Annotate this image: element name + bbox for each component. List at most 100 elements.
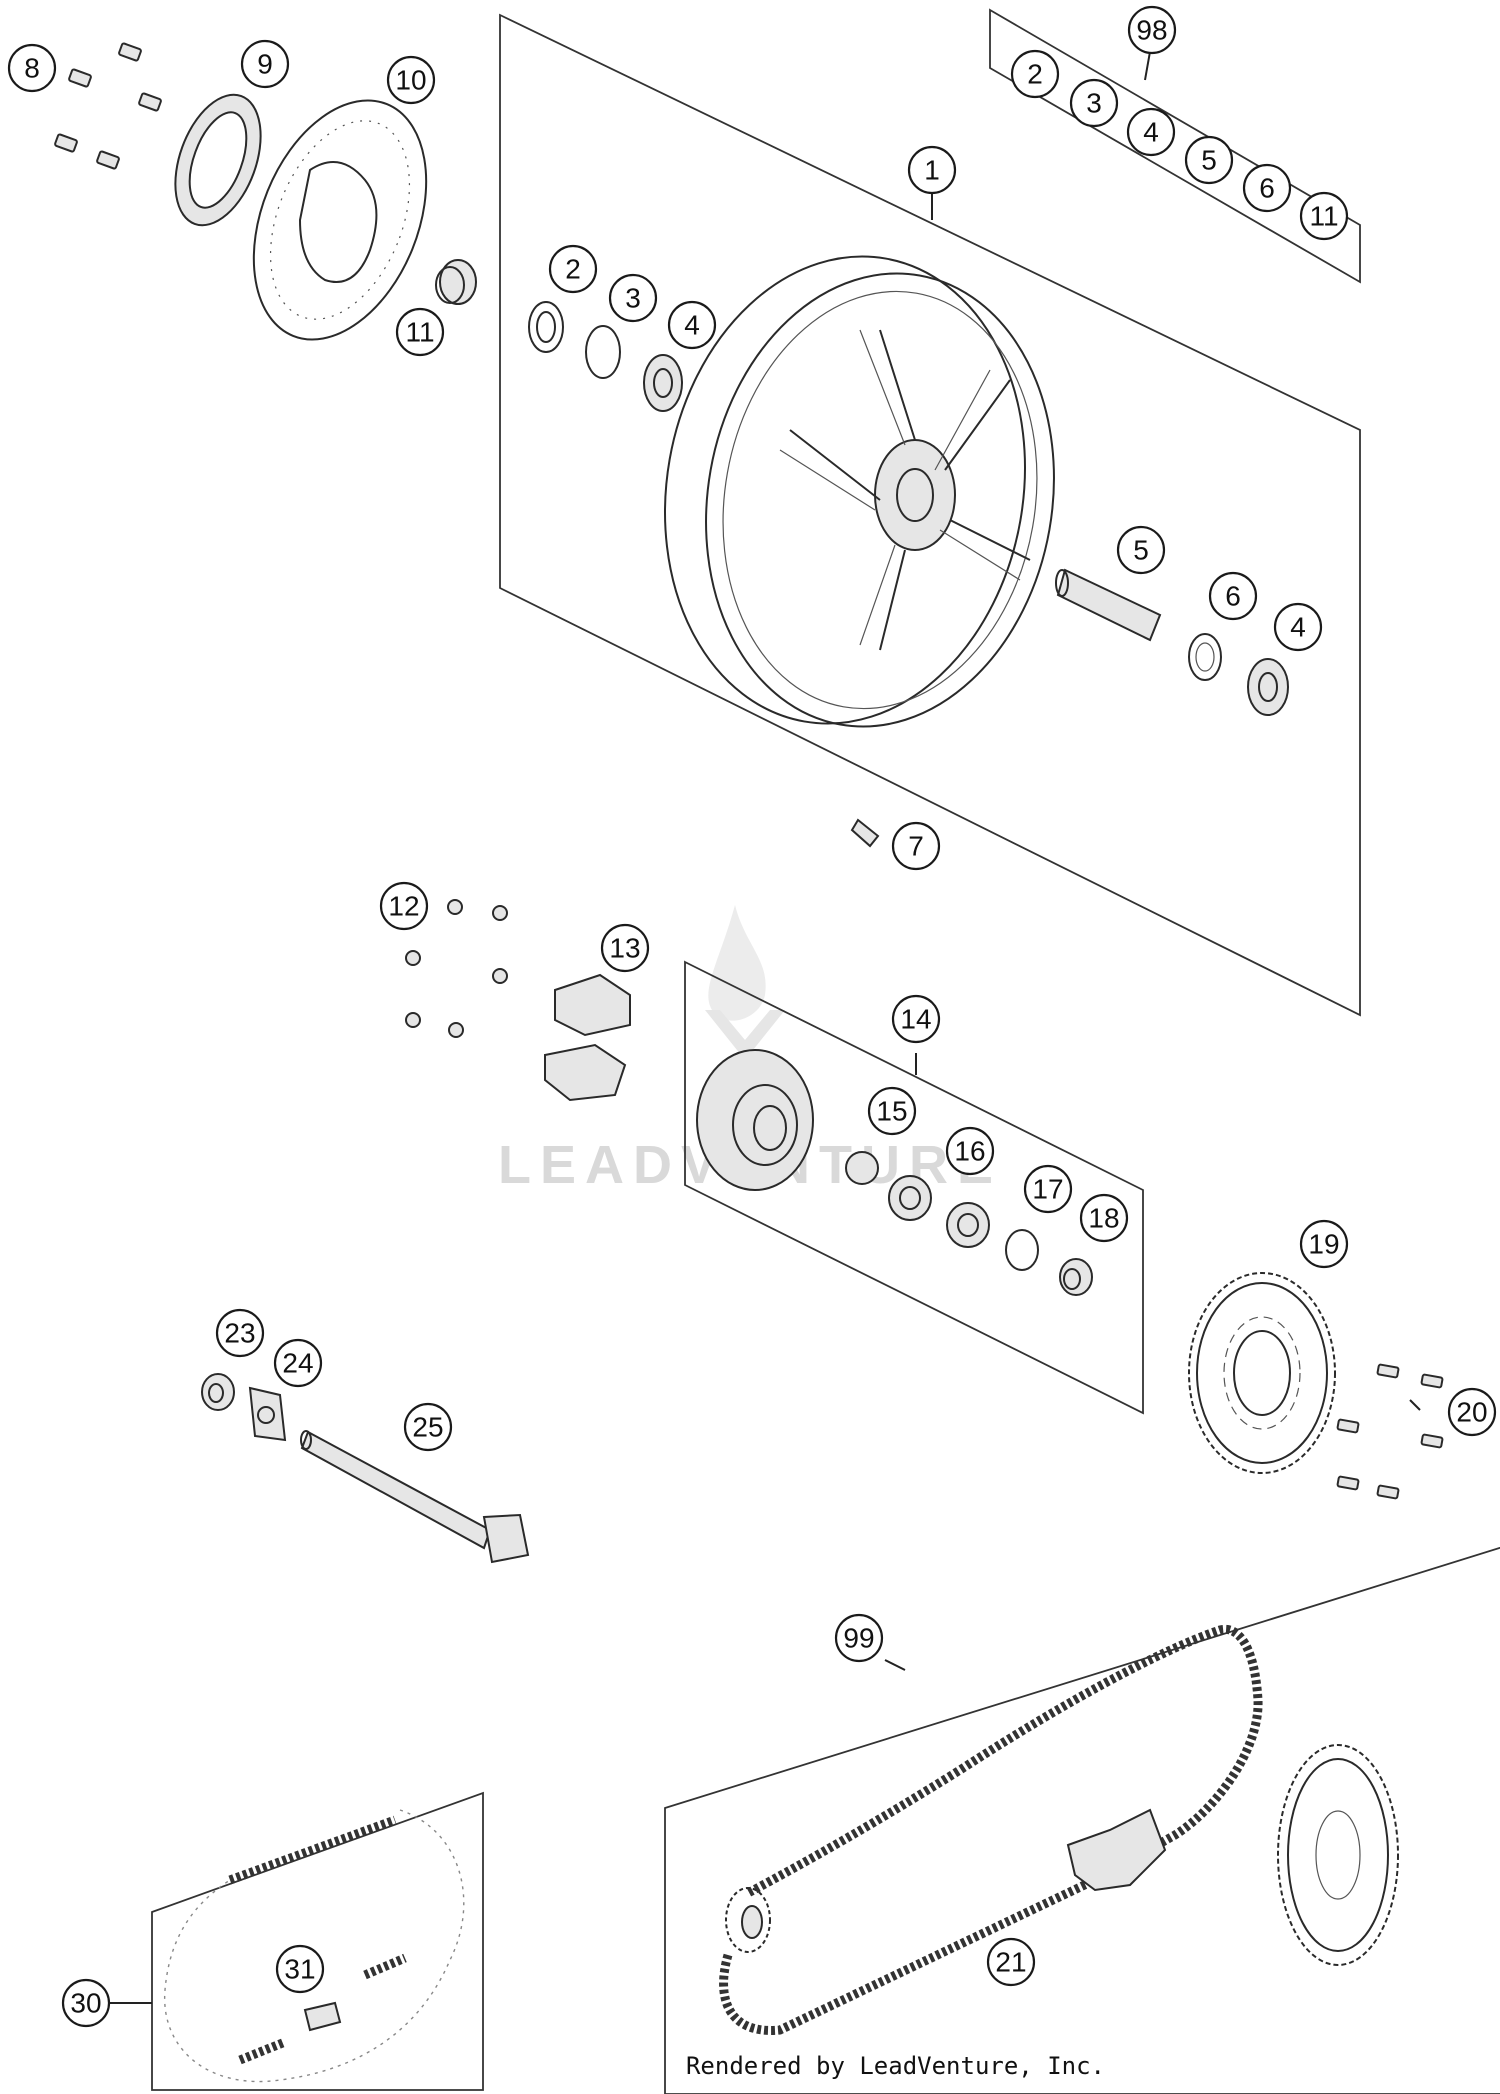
retaining-ring-3 [585, 325, 621, 379]
spacer-tube-5 [1055, 568, 1162, 642]
bearing-16b [946, 1202, 990, 1248]
svg-text:15: 15 [876, 1096, 907, 1127]
disc-adapter-ring [174, 93, 262, 227]
svg-text:99: 99 [843, 1623, 874, 1654]
callout-17: 17 [1023, 1164, 1073, 1214]
chain-adjuster-24 [248, 1386, 287, 1442]
callout-24: 24 [273, 1338, 323, 1388]
callout-5: 5 [1116, 525, 1166, 575]
chain-link-kit-panel [151, 1791, 484, 2091]
spacer-11 [435, 259, 477, 305]
callout-20: 20 [1447, 1387, 1497, 1437]
callout-98-2: 2 [1010, 49, 1060, 99]
svg-text:10: 10 [395, 65, 426, 96]
sprocket-carrier-14 [696, 1049, 814, 1191]
svg-text:98: 98 [1136, 15, 1167, 46]
hub-assembly-panel [684, 960, 1144, 1415]
spacer-18 [1059, 1258, 1093, 1296]
callout-16: 16 [945, 1126, 995, 1176]
callout-13: 13 [600, 923, 650, 973]
chain-kit-99 [719, 1624, 1399, 2035]
spacer-15 [845, 1151, 879, 1185]
svg-text:7: 7 [908, 831, 924, 862]
damper-rubbers-13 [544, 973, 631, 1102]
svg-text:5: 5 [1201, 145, 1217, 176]
callout-31: 31 [275, 1944, 325, 1994]
callout-7: 7 [891, 821, 941, 871]
nut-23 [201, 1373, 235, 1411]
callout-23: 23 [215, 1308, 265, 1358]
callout-3: 3 [608, 273, 658, 323]
callout-98-5: 5 [1184, 135, 1234, 185]
callout-21: 21 [986, 1937, 1036, 1987]
svg-text:4: 4 [1290, 612, 1306, 643]
rear-sprocket-19 [1188, 1272, 1336, 1474]
svg-text:1: 1 [924, 155, 940, 186]
svg-text:9: 9 [257, 49, 273, 80]
callout-98-11: 11 [1299, 191, 1349, 241]
svg-text:2: 2 [565, 254, 581, 285]
callout-11: 11 [395, 307, 445, 357]
svg-text:12: 12 [388, 891, 419, 922]
svg-text:6: 6 [1225, 581, 1241, 612]
sprocket-screws-20 [1336, 1363, 1444, 1500]
svg-text:8: 8 [24, 53, 40, 84]
rear-wheel [664, 255, 1055, 728]
svg-text:18: 18 [1088, 1203, 1119, 1234]
callout-19: 19 [1299, 1219, 1349, 1269]
callout-18: 18 [1079, 1193, 1129, 1243]
callout-25: 25 [403, 1402, 453, 1452]
svg-text:3: 3 [1086, 88, 1102, 119]
callout-99: 99 [834, 1613, 884, 1663]
callout-98-4: 4 [1126, 107, 1176, 157]
render-credit: Rendered by LeadVenture, Inc. [686, 2052, 1105, 2080]
svg-text:11: 11 [1309, 201, 1338, 232]
kit-98-panel [989, 8, 1361, 284]
callout-15: 15 [867, 1086, 917, 1136]
bearing-16a [888, 1175, 932, 1221]
ball-bearing-4 [643, 354, 683, 412]
svg-text:19: 19 [1308, 1229, 1339, 1260]
chain-kit-99-panel [664, 1546, 1500, 2094]
shaft-seal-2 [528, 301, 564, 353]
svg-text:31: 31 [284, 1954, 315, 1985]
callout-98: 98 [1127, 5, 1177, 55]
svg-text:16: 16 [954, 1136, 985, 1167]
callout-8: 8 [7, 43, 57, 93]
washer-6 [1188, 633, 1222, 681]
callout-4b: 4 [1273, 602, 1323, 652]
callout-30: 30 [61, 1978, 111, 2028]
svg-text:23: 23 [224, 1318, 255, 1349]
svg-text:6: 6 [1259, 173, 1275, 204]
callout-9: 9 [240, 39, 290, 89]
wheel-spindle-25 [300, 1430, 530, 1564]
svg-text:13: 13 [609, 933, 640, 964]
svg-text:11: 11 [405, 317, 434, 348]
svg-text:30: 30 [70, 1988, 101, 2019]
svg-text:21: 21 [995, 1947, 1026, 1978]
callout-1: 1 [907, 145, 957, 195]
callout-4a: 4 [667, 300, 717, 350]
svg-text:4: 4 [1143, 117, 1159, 148]
callout-98-3: 3 [1069, 78, 1119, 128]
svg-text:20: 20 [1456, 1397, 1487, 1428]
leader-lines [109, 190, 1421, 2004]
svg-text:25: 25 [412, 1412, 443, 1443]
svg-text:17: 17 [1032, 1174, 1063, 1205]
svg-text:3: 3 [625, 283, 641, 314]
callout-12: 12 [379, 881, 429, 931]
nuts-12 [405, 899, 508, 1038]
wheel-assembly-panel [499, 13, 1361, 1017]
chain-link-kit [164, 1809, 465, 2083]
callout-6: 6 [1208, 571, 1258, 621]
svg-text:14: 14 [900, 1004, 931, 1035]
callout-10: 10 [386, 55, 436, 105]
seal-17 [1005, 1229, 1039, 1271]
valve-7 [850, 818, 880, 848]
svg-text:2: 2 [1027, 59, 1043, 90]
callout-2: 2 [548, 244, 598, 294]
svg-text:5: 5 [1133, 535, 1149, 566]
ball-bearing-4-right [1247, 658, 1289, 716]
svg-text:24: 24 [282, 1348, 313, 1379]
